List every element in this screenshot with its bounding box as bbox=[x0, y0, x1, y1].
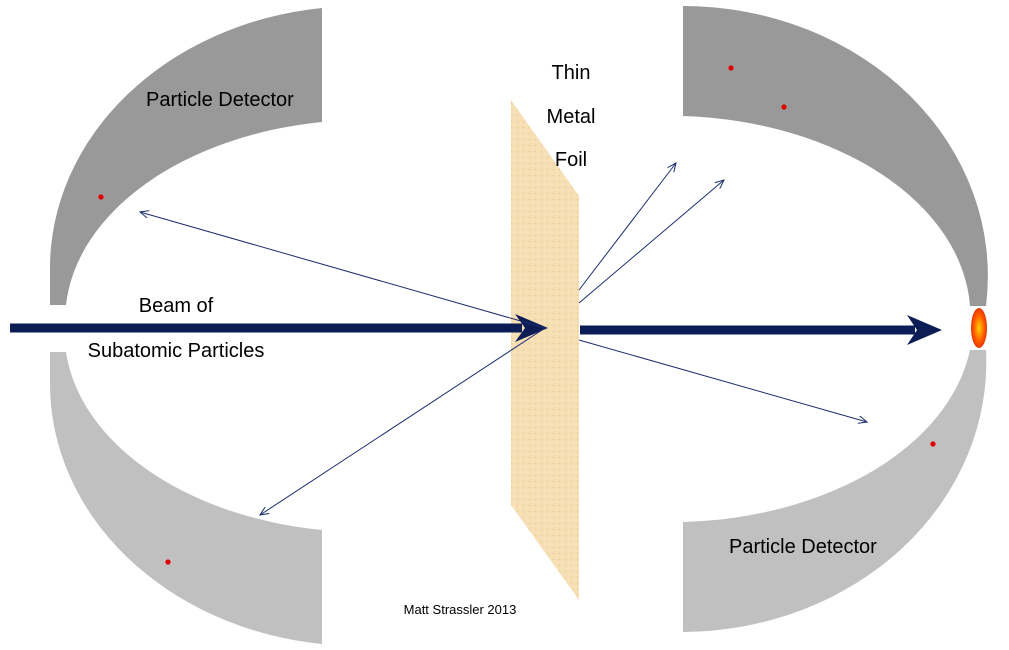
hit-dot bbox=[930, 441, 936, 447]
hit-dot bbox=[98, 194, 104, 200]
hit-dot bbox=[165, 559, 171, 565]
label-beam-line1: Beam of bbox=[139, 295, 214, 317]
label-detector-top-left: Particle Detector bbox=[146, 89, 294, 111]
detector-bottom-right bbox=[683, 350, 987, 632]
arrow-right-icon bbox=[907, 315, 942, 345]
label-foil-line3: Foil bbox=[555, 149, 587, 171]
detector-bottom-left bbox=[49, 352, 322, 644]
scatter-track-back-up bbox=[140, 212, 546, 329]
scatter-track-forward-up-2 bbox=[578, 180, 724, 304]
detector-top-left bbox=[49, 8, 322, 305]
label-foil-line1: Thin bbox=[552, 62, 591, 84]
hit-dot bbox=[728, 65, 734, 71]
scatter-track-back-down bbox=[260, 327, 546, 515]
scatter-track-forward-up-1 bbox=[578, 163, 676, 291]
arrow-right-icon bbox=[515, 314, 548, 342]
label-foil-line2: Metal bbox=[547, 106, 596, 128]
thin-metal-foil bbox=[511, 100, 579, 600]
label-beam-line2: Subatomic Particles bbox=[88, 340, 265, 362]
flame-spot-icon bbox=[971, 308, 987, 348]
detector-top-right bbox=[683, 6, 988, 306]
label-detector-bottom-right: Particle Detector bbox=[729, 536, 877, 558]
credit-text: Matt Strassler 2013 bbox=[404, 602, 517, 617]
hit-dot bbox=[781, 104, 787, 110]
scatter-track-forward-down bbox=[578, 339, 867, 422]
